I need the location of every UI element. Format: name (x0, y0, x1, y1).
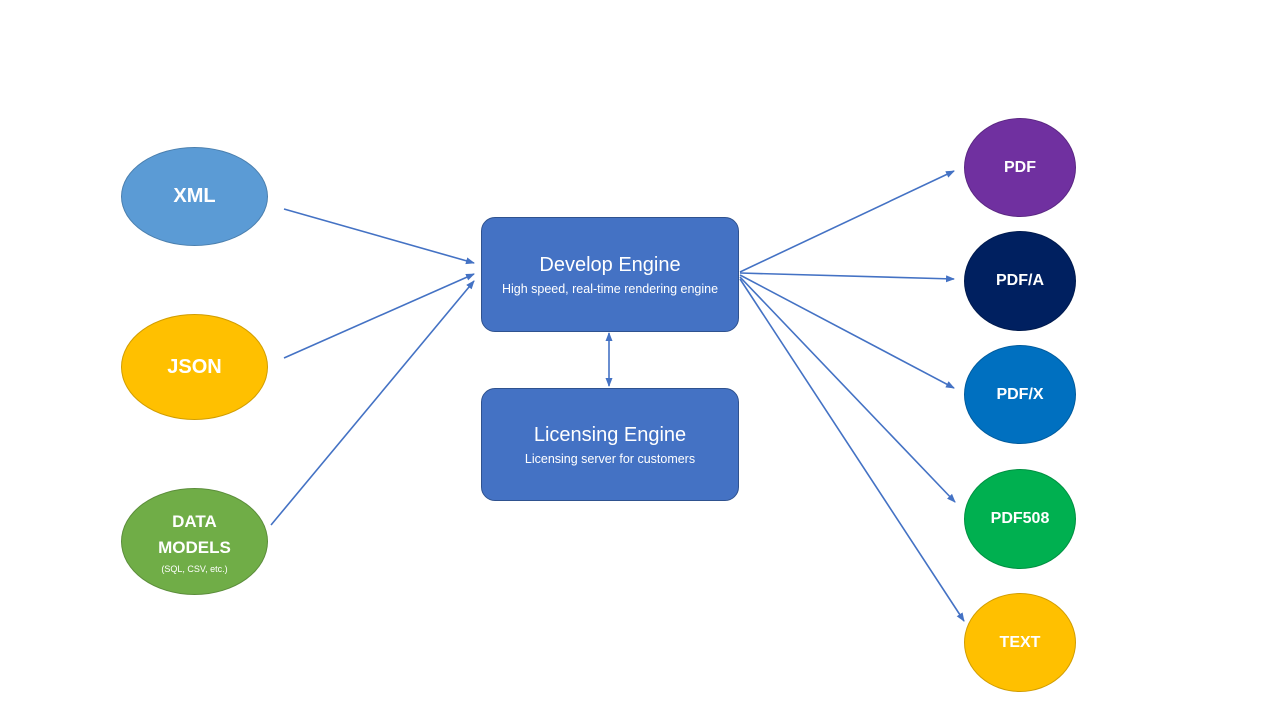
data-models-input-node: DATA MODELS (SQL, CSV, etc.) (121, 488, 268, 595)
develop-engine-box: Develop Engine High speed, real-time ren… (481, 217, 739, 332)
data-models-label-line2: MODELS (158, 537, 231, 557)
arrow-develop-to-pdf (739, 170, 955, 273)
data-models-sublabel: (SQL, CSV, etc.) (161, 563, 228, 574)
develop-engine-subtitle: High speed, real-time rendering engine (501, 281, 719, 296)
arrow-xml-to-develop (283, 208, 475, 265)
json-input-node: JSON (121, 314, 268, 420)
pdf-output-node: PDF (964, 118, 1076, 217)
pdfa-output-node: PDF/A (964, 231, 1076, 331)
pdf-label: PDF (1004, 158, 1036, 176)
text-output-node: TEXT (964, 593, 1076, 692)
text-label: TEXT (999, 633, 1041, 651)
develop-engine-title: Develop Engine (539, 253, 681, 276)
pdfa-label: PDF/A (996, 272, 1044, 289)
arrow-json-to-develop (283, 273, 475, 359)
json-label: JSON (167, 355, 222, 378)
arrow-develop-to-pdfa (739, 272, 955, 283)
xml-input-node: XML (121, 147, 268, 246)
xml-label: XML (173, 185, 216, 207)
licensing-engine-subtitle: Licensing server for customers (524, 451, 696, 466)
arrow-datamodels-to-develop (270, 280, 475, 526)
arrow-develop-to-text (739, 278, 965, 622)
arrow-develop-to-pdfx (739, 274, 955, 389)
pdf508-label: PDF508 (990, 510, 1050, 527)
data-models-label-line1: DATA (172, 511, 217, 531)
licensing-engine-box: Licensing Engine Licensing server for cu… (481, 388, 739, 501)
pdfx-output-node: PDF/X (964, 345, 1076, 444)
pdfx-label: PDF/X (996, 385, 1044, 403)
licensing-engine-title: Licensing Engine (533, 423, 687, 446)
arrow-develop-to-pdf508 (739, 276, 956, 503)
pdf508-output-node: PDF508 (964, 469, 1076, 569)
